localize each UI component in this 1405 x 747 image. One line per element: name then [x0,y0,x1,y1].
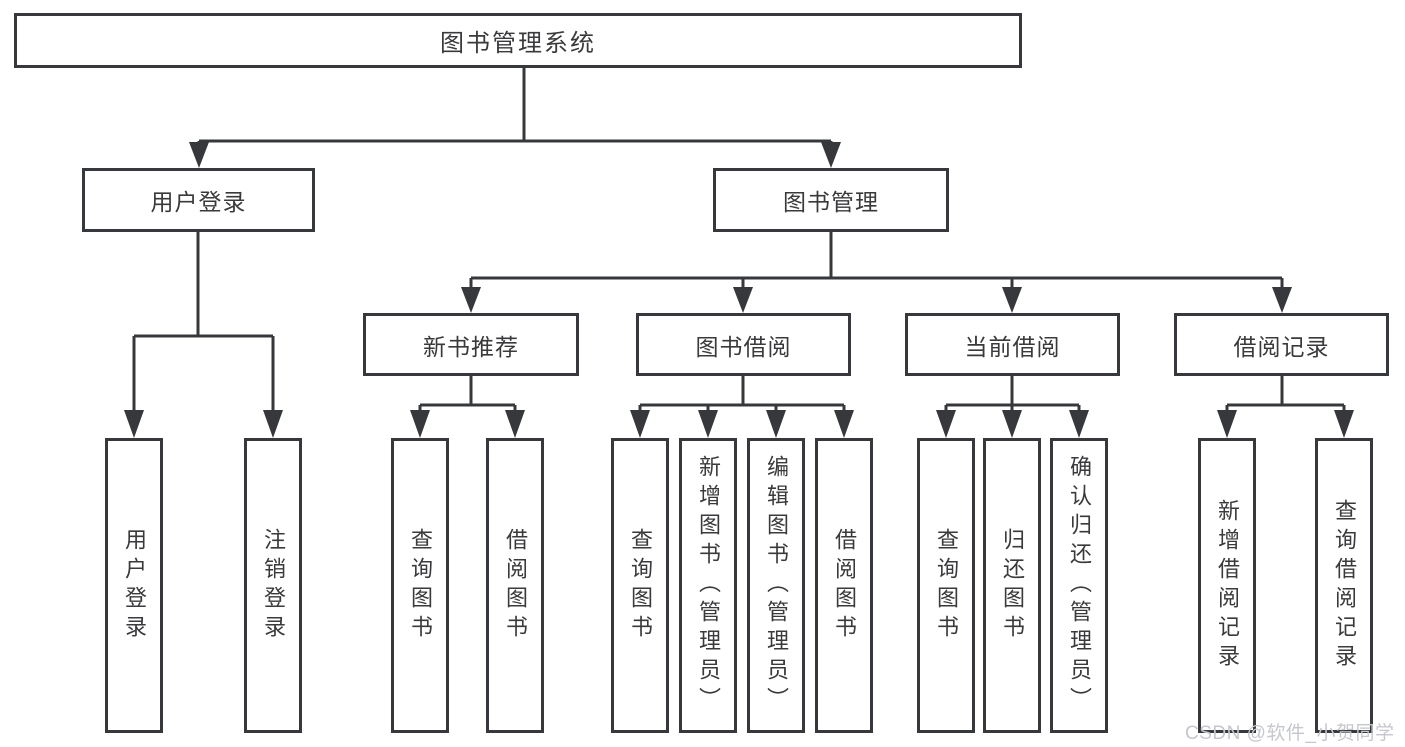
arrowhead-book-mgmt [821,142,841,168]
node-book-borrowing-label: 图书借阅 [695,333,792,360]
leaf-return-books: 归还图书 [983,438,1041,733]
leaf-query-borrow-record-label: 查询借阅记录 [1332,498,1357,673]
leaf-newbook-borrow-books: 借阅图书 [486,438,544,733]
arrowhead-ul-logout [263,410,283,438]
leaf-user-login: 用户登录 [105,438,163,733]
leaf-query-borrow-record: 查询借阅记录 [1315,438,1373,733]
leaf-add-books-admin-label: 新增图书（管理员） [696,455,721,716]
node-book-management: 图书管理 [713,168,949,232]
node-current-borrowing-label: 当前借阅 [964,333,1061,360]
node-root-system: 图书管理系统 [14,13,1022,68]
leaf-edit-books-admin-label: 编辑图书（管理员） [764,455,789,716]
leaf-newbook-borrow-books-label: 借阅图书 [503,527,528,644]
arrowhead-bb-query [630,410,650,438]
csdn-watermark: CSDN @软件_小贺同学 [1185,723,1395,744]
arrowhead-borrow-record [1272,287,1292,313]
node-borrow-records: 借阅记录 [1174,313,1389,376]
leaf-borrowing-query-books: 查询图书 [611,438,669,733]
connector-root-branch [197,68,833,150]
leaf-return-books-label: 归还图书 [1000,527,1025,644]
arrowhead-current-borrow [1002,287,1022,313]
leaf-newbook-query-books-label: 查询图书 [408,527,433,644]
arrowhead-br-query [1334,410,1354,438]
arrowhead-bb-borrow [834,410,854,438]
arrowhead-nb-borrow [505,410,525,438]
arrowhead-cb-return [1002,410,1022,438]
connector-borrow-record-branch [1225,376,1346,420]
node-root-label: 图书管理系统 [440,30,596,57]
arrowhead-bb-add [698,410,718,438]
leaf-logout: 注销登录 [244,438,302,733]
connector-user-login-branch [132,232,275,420]
leaf-current-query-books: 查询图书 [917,438,975,733]
leaf-user-login-label: 用户登录 [122,527,147,644]
leaf-add-borrow-record-label: 新增借阅记录 [1215,498,1240,673]
arrowhead-nb-query [410,410,430,438]
arrowhead-new-book [461,287,481,313]
leaf-add-books-admin: 新增图书（管理员） [679,438,737,733]
arrowhead-br-add [1217,410,1237,438]
leaf-borrowing-borrow-books-label: 借阅图书 [832,527,857,644]
node-book-management-label: 图书管理 [783,189,879,215]
arrowhead-ul-login [124,410,144,438]
leaf-current-query-books-label: 查询图书 [934,527,959,644]
connector-book-borrow-branch [638,376,846,420]
node-new-book-recommend: 新书推荐 [363,313,579,376]
arrowhead-cb-confirm [1069,410,1089,438]
leaf-edit-books-admin: 编辑图书（管理员） [747,438,805,733]
node-book-borrowing: 图书借阅 [636,313,851,376]
node-current-borrowing: 当前借阅 [905,313,1120,376]
leaf-borrowing-borrow-books: 借阅图书 [815,438,873,733]
connector-new-book-branch [418,376,517,420]
arrowhead-bb-edit [766,410,786,438]
leaf-add-borrow-record: 新增借阅记录 [1198,438,1256,733]
leaf-borrowing-query-books-label: 查询图书 [628,527,653,644]
leaf-logout-label: 注销登录 [261,527,286,644]
arrowhead-book-borrow [733,287,753,313]
leaf-newbook-query-books: 查询图书 [391,438,449,733]
node-new-book-recommend-label: 新书推荐 [423,333,519,360]
leaf-confirm-return-admin-label: 确认归还（管理员） [1067,455,1092,716]
node-borrow-records-label: 借阅记录 [1233,333,1330,360]
leaf-confirm-return-admin: 确认归还（管理员） [1050,438,1108,733]
arrowhead-user-login [189,142,209,168]
connector-book-mgmt-branch [469,232,1284,295]
node-user-login: 用户登录 [82,168,315,232]
arrowhead-cb-query [936,410,956,438]
node-user-login-label: 用户登录 [150,189,247,215]
